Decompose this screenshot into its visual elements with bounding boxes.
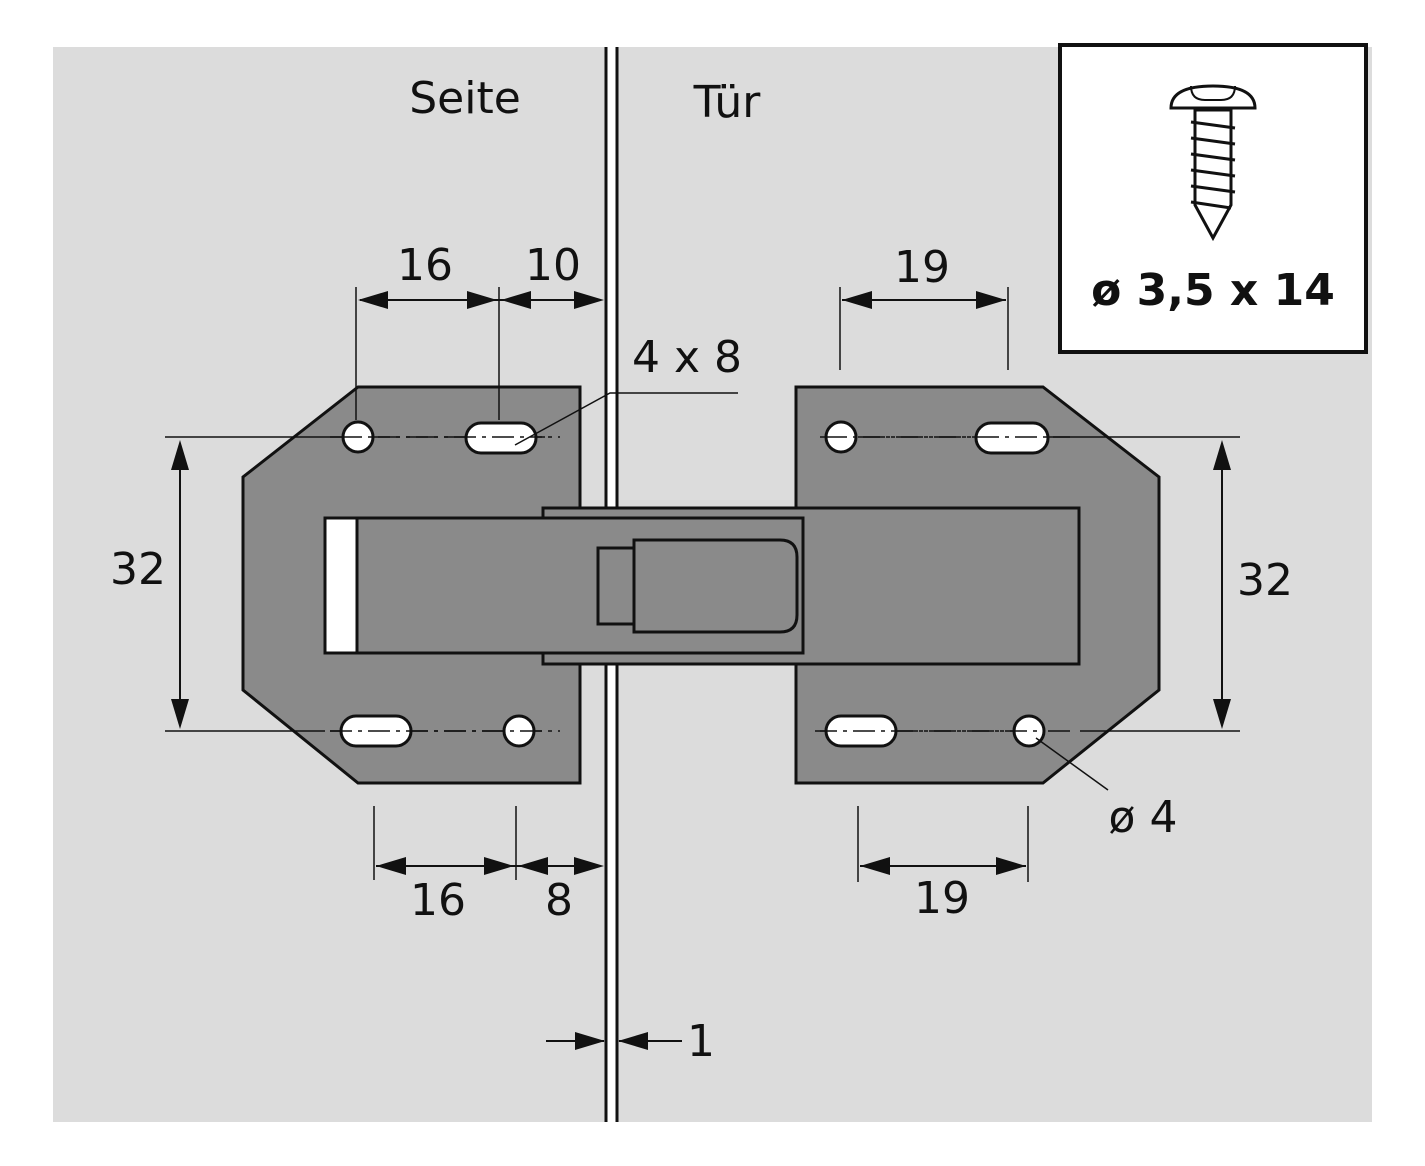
slot-hole	[974, 421, 1050, 455]
dim-left-top-a: 16	[397, 240, 453, 291]
slot-hole	[464, 421, 538, 455]
dim-right-bottom: 19	[914, 873, 970, 924]
dim-left-bottom-a: 16	[410, 875, 466, 926]
dim-right-height: 32	[1237, 555, 1293, 606]
gap-label: 1	[687, 1016, 715, 1067]
dim-left-bottom-b: 8	[545, 875, 573, 926]
side-label: Seite	[409, 73, 521, 124]
hinge-arm	[323, 506, 1081, 666]
dim-left-height: 32	[110, 544, 166, 595]
screw-size-label: ø 3,5 x 14	[1091, 265, 1335, 316]
dim-left-top-b: 10	[525, 240, 581, 291]
dim-right-top: 19	[894, 242, 950, 293]
hole-diameter-label: ø 4	[1109, 792, 1178, 843]
slot-size-label: 4 x 8	[632, 332, 742, 383]
screw-icon	[1169, 84, 1257, 242]
door-label: Tür	[693, 77, 762, 128]
